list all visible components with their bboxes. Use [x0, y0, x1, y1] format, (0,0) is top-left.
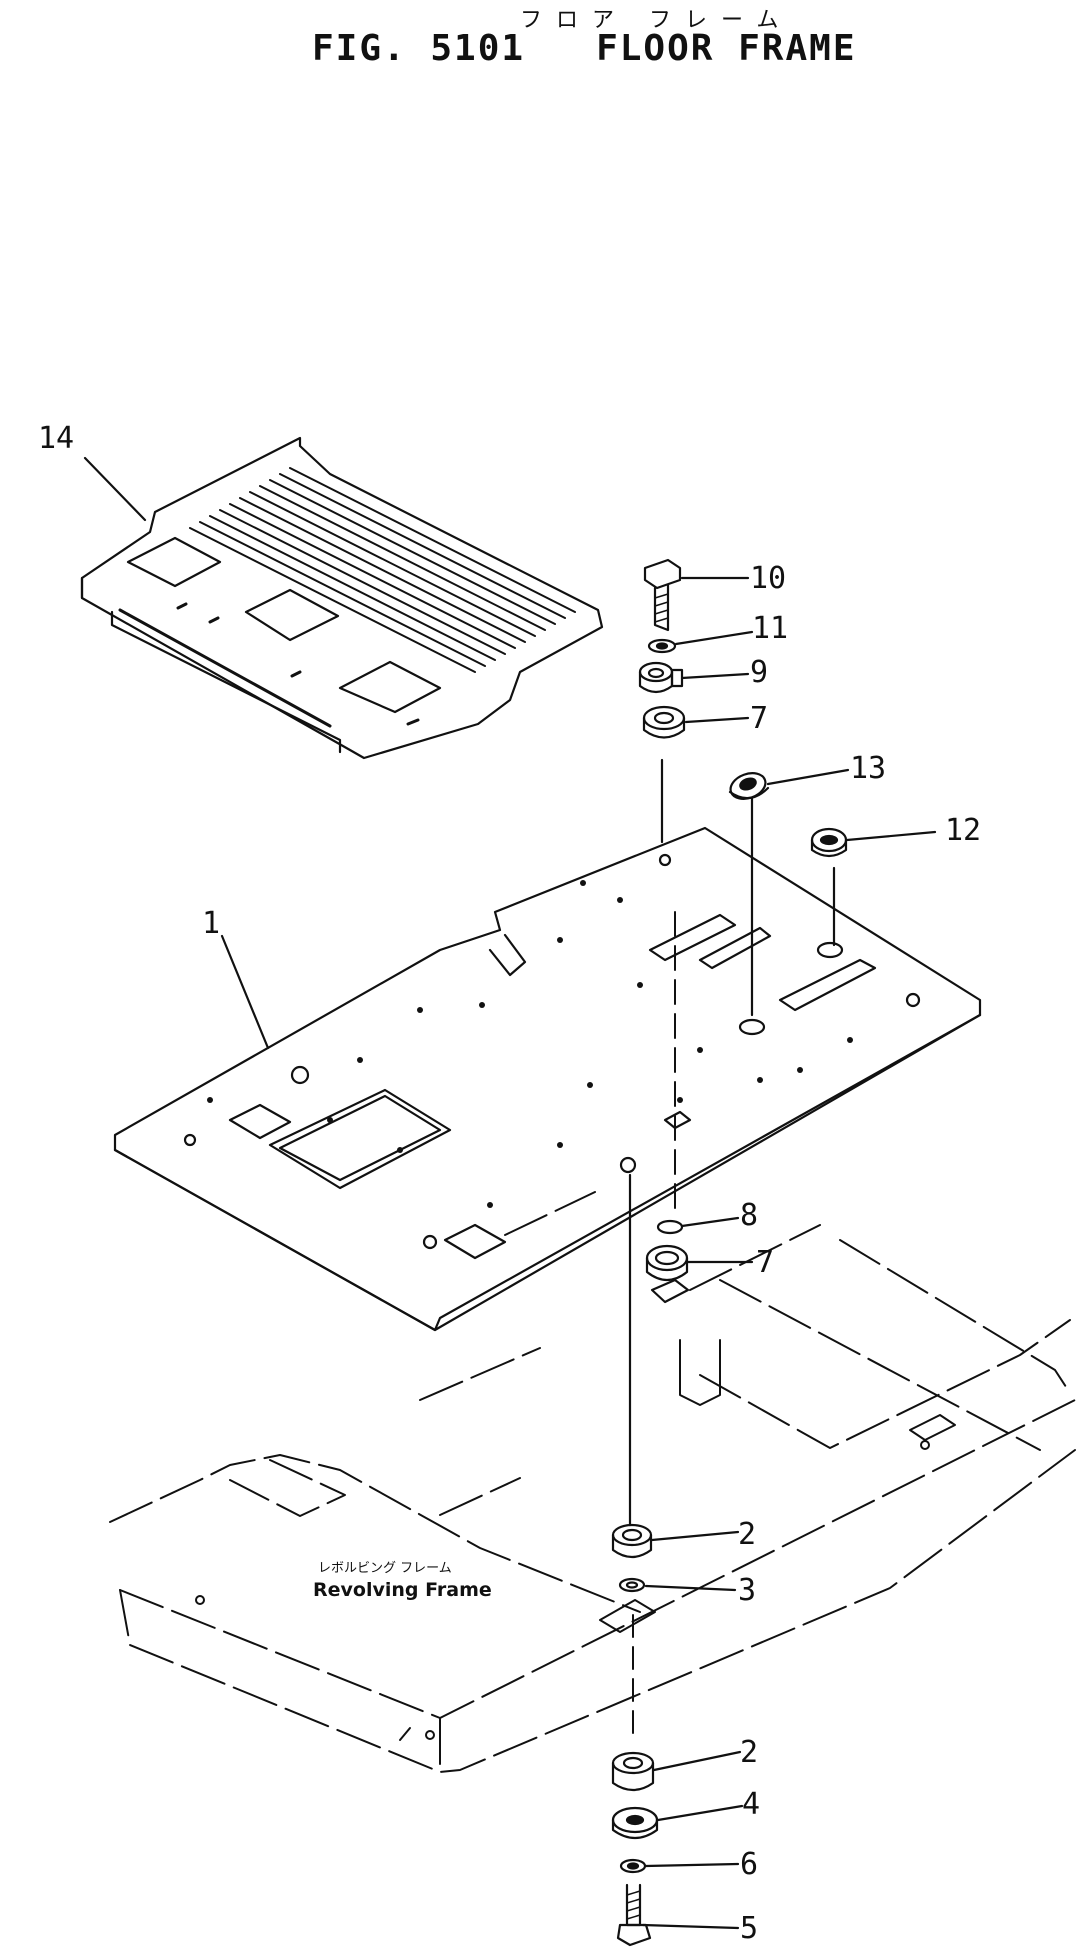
plug-part-12	[810, 827, 848, 858]
washer-part-11	[647, 638, 677, 654]
callout-3: 3	[738, 1573, 756, 1608]
floor-plate-part-1	[113, 826, 982, 1332]
revolving-frame-details	[195, 1339, 956, 1740]
washer-part-6	[619, 1858, 647, 1874]
bolt-part-5	[616, 1883, 652, 1947]
callout-11: 11	[752, 611, 788, 646]
bolt-part-10	[643, 558, 682, 632]
callout-4: 4	[742, 1787, 760, 1822]
callout-12: 12	[945, 813, 981, 848]
figure-title-kana: フロア フレーム	[520, 8, 793, 33]
cushion-part-4	[611, 1806, 659, 1840]
revolving-frame-label: Revolving Frame	[313, 1579, 492, 1601]
cushion-part-7-upper	[642, 705, 686, 739]
revolving-frame-outline	[109, 1191, 1076, 1773]
callout-5: 5	[740, 1911, 758, 1946]
nut-part-9	[638, 661, 684, 694]
callout-13: 13	[850, 751, 886, 786]
callout-10: 10	[750, 561, 786, 596]
figure-title: FIG. 5101 FLOOR FRAME	[312, 28, 857, 69]
floor-mat-part-14	[80, 436, 604, 760]
callout-14: 14	[38, 421, 74, 456]
callout-6: 6	[740, 1847, 758, 1882]
callout-7-upper: 7	[750, 701, 768, 736]
washer-part-3	[618, 1577, 646, 1593]
spacer-part-2-upper	[611, 1523, 653, 1559]
leader-line-14	[83, 456, 147, 522]
leader-line-1	[220, 934, 270, 1050]
cushion-part-7-lower	[645, 1244, 690, 1304]
callout-2-lower: 2	[740, 1735, 758, 1770]
revolving-frame-label-kana: レボルビング フレーム	[318, 1561, 452, 1576]
callout-7-lower: 7	[756, 1245, 774, 1280]
callout-8: 8	[740, 1198, 758, 1233]
washer-part-8	[656, 1219, 684, 1235]
spacer-part-2-lower	[611, 1751, 655, 1792]
callout-1: 1	[202, 906, 220, 941]
cap-part-13	[728, 772, 770, 800]
callout-2-upper: 2	[738, 1517, 756, 1552]
callout-9: 9	[750, 655, 768, 690]
